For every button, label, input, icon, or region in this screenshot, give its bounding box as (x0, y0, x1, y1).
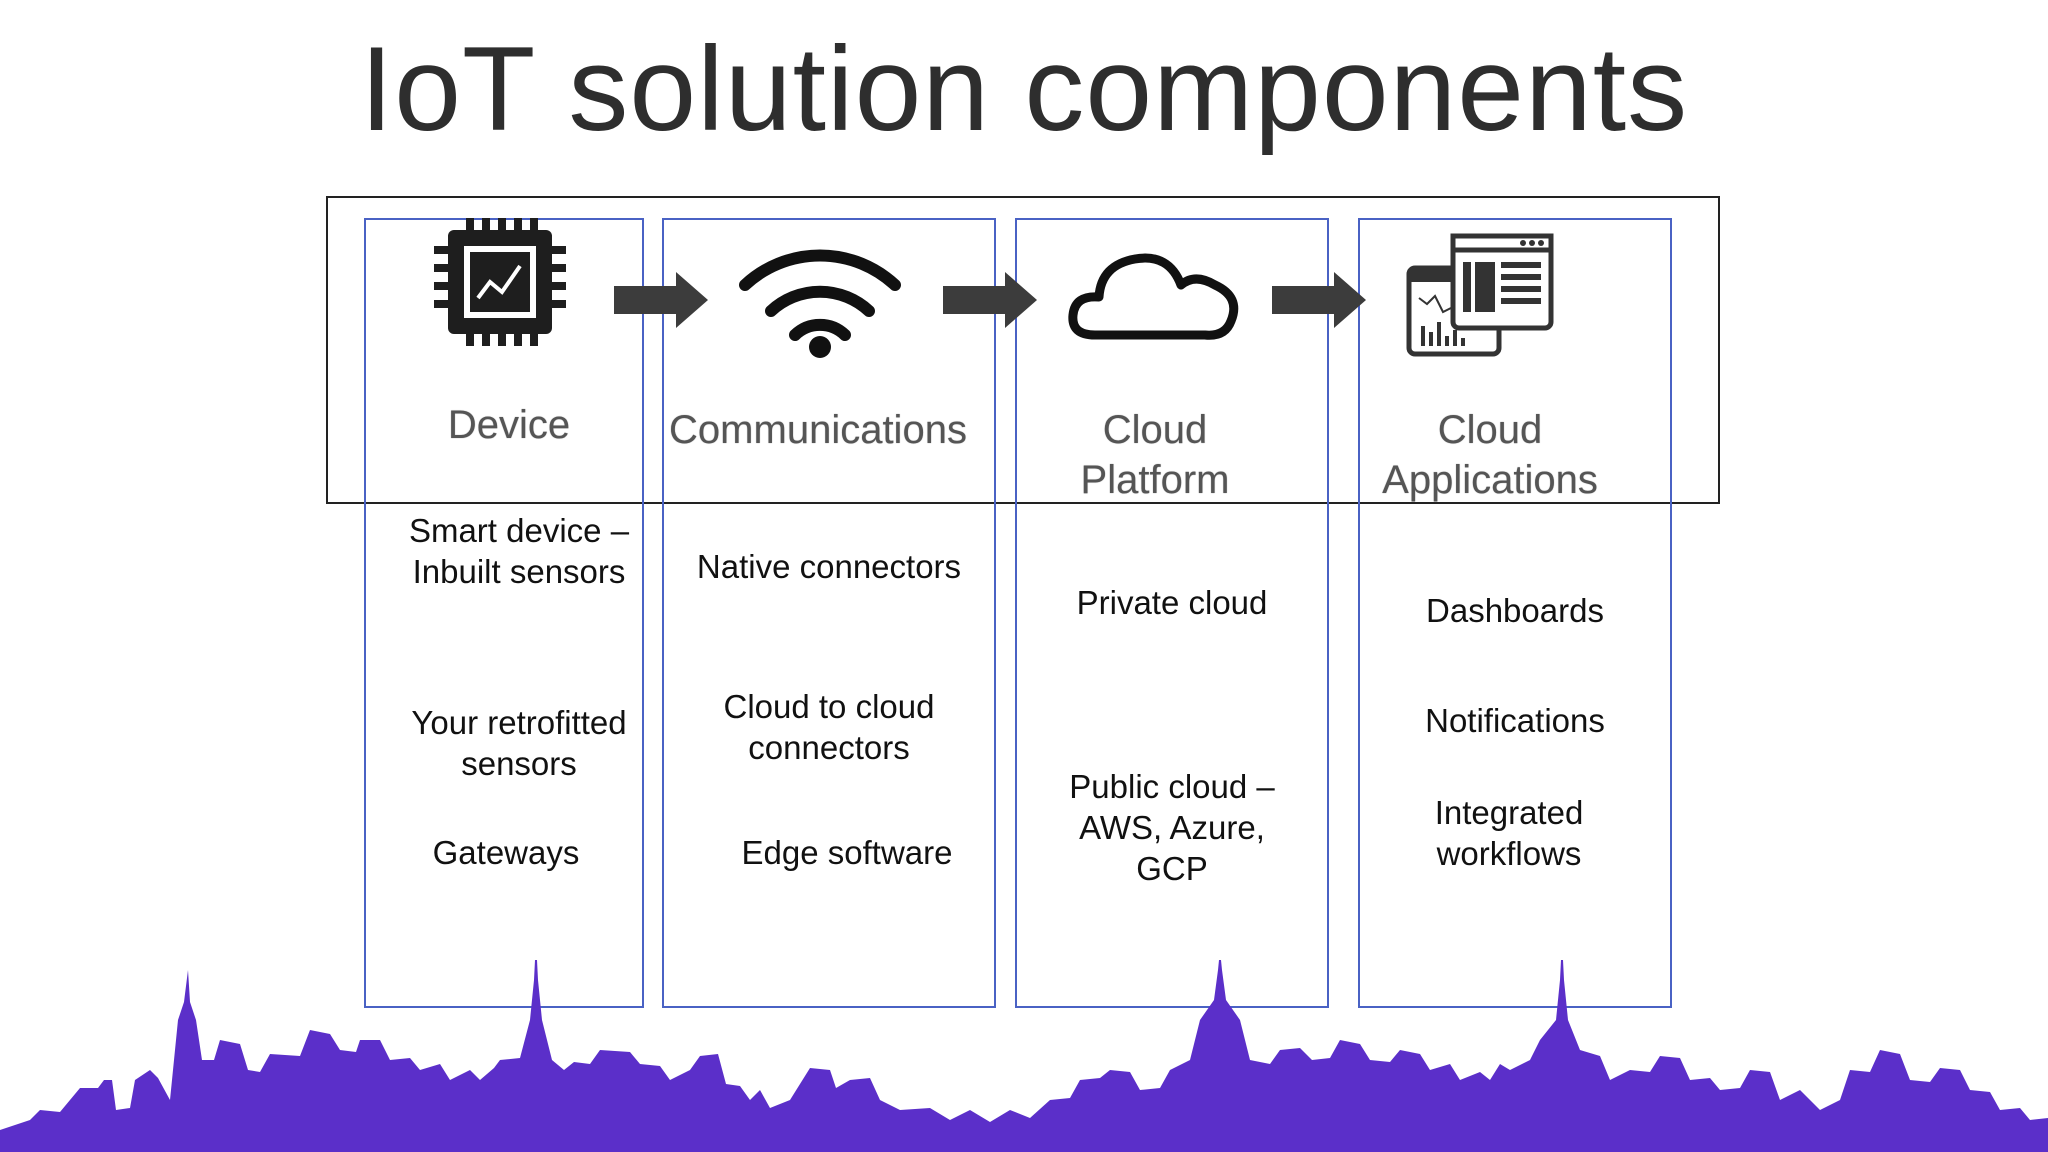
list-item: Smart device – Inbuilt sensors (408, 512, 630, 590)
list-item: Private cloud (1076, 584, 1268, 621)
header-frame (326, 196, 1720, 504)
column-title-communications: Communications (669, 408, 967, 452)
column-title-device: Device (447, 403, 571, 447)
list-item: Integrated workflows (1434, 794, 1584, 872)
list-item: Public cloud – AWS, Azure, GCP (1069, 768, 1275, 887)
column-cloud-applications (1358, 218, 1672, 1008)
column-cloud-platform (1015, 218, 1329, 1008)
cloud-icon (1068, 253, 1239, 340)
list-item: Edge software (741, 834, 953, 871)
dashboard-windows-icon (1406, 233, 1554, 357)
arrow-right-icon (614, 272, 708, 328)
city-skyline-decoration (0, 960, 2048, 1152)
wifi-icon (739, 249, 901, 358)
arrow-right-icon (1272, 272, 1366, 328)
list-item: Your retrofitted sensors (411, 704, 627, 782)
slide-title: IoT solution components (359, 22, 1689, 156)
column-title-cloud-platform: Cloud Platform (1080, 408, 1230, 502)
arrow-right-icon (943, 272, 1037, 328)
list-item: Notifications (1425, 702, 1605, 739)
column-communications (662, 218, 996, 1008)
list-item: Native connectors (696, 548, 962, 585)
chip-icon (434, 218, 566, 346)
list-item: Gateways (432, 834, 580, 871)
column-title-cloud-applications: Cloud Applications (1382, 408, 1598, 502)
list-item: Dashboards (1426, 592, 1604, 629)
list-item: Cloud to cloud connectors (723, 688, 935, 766)
